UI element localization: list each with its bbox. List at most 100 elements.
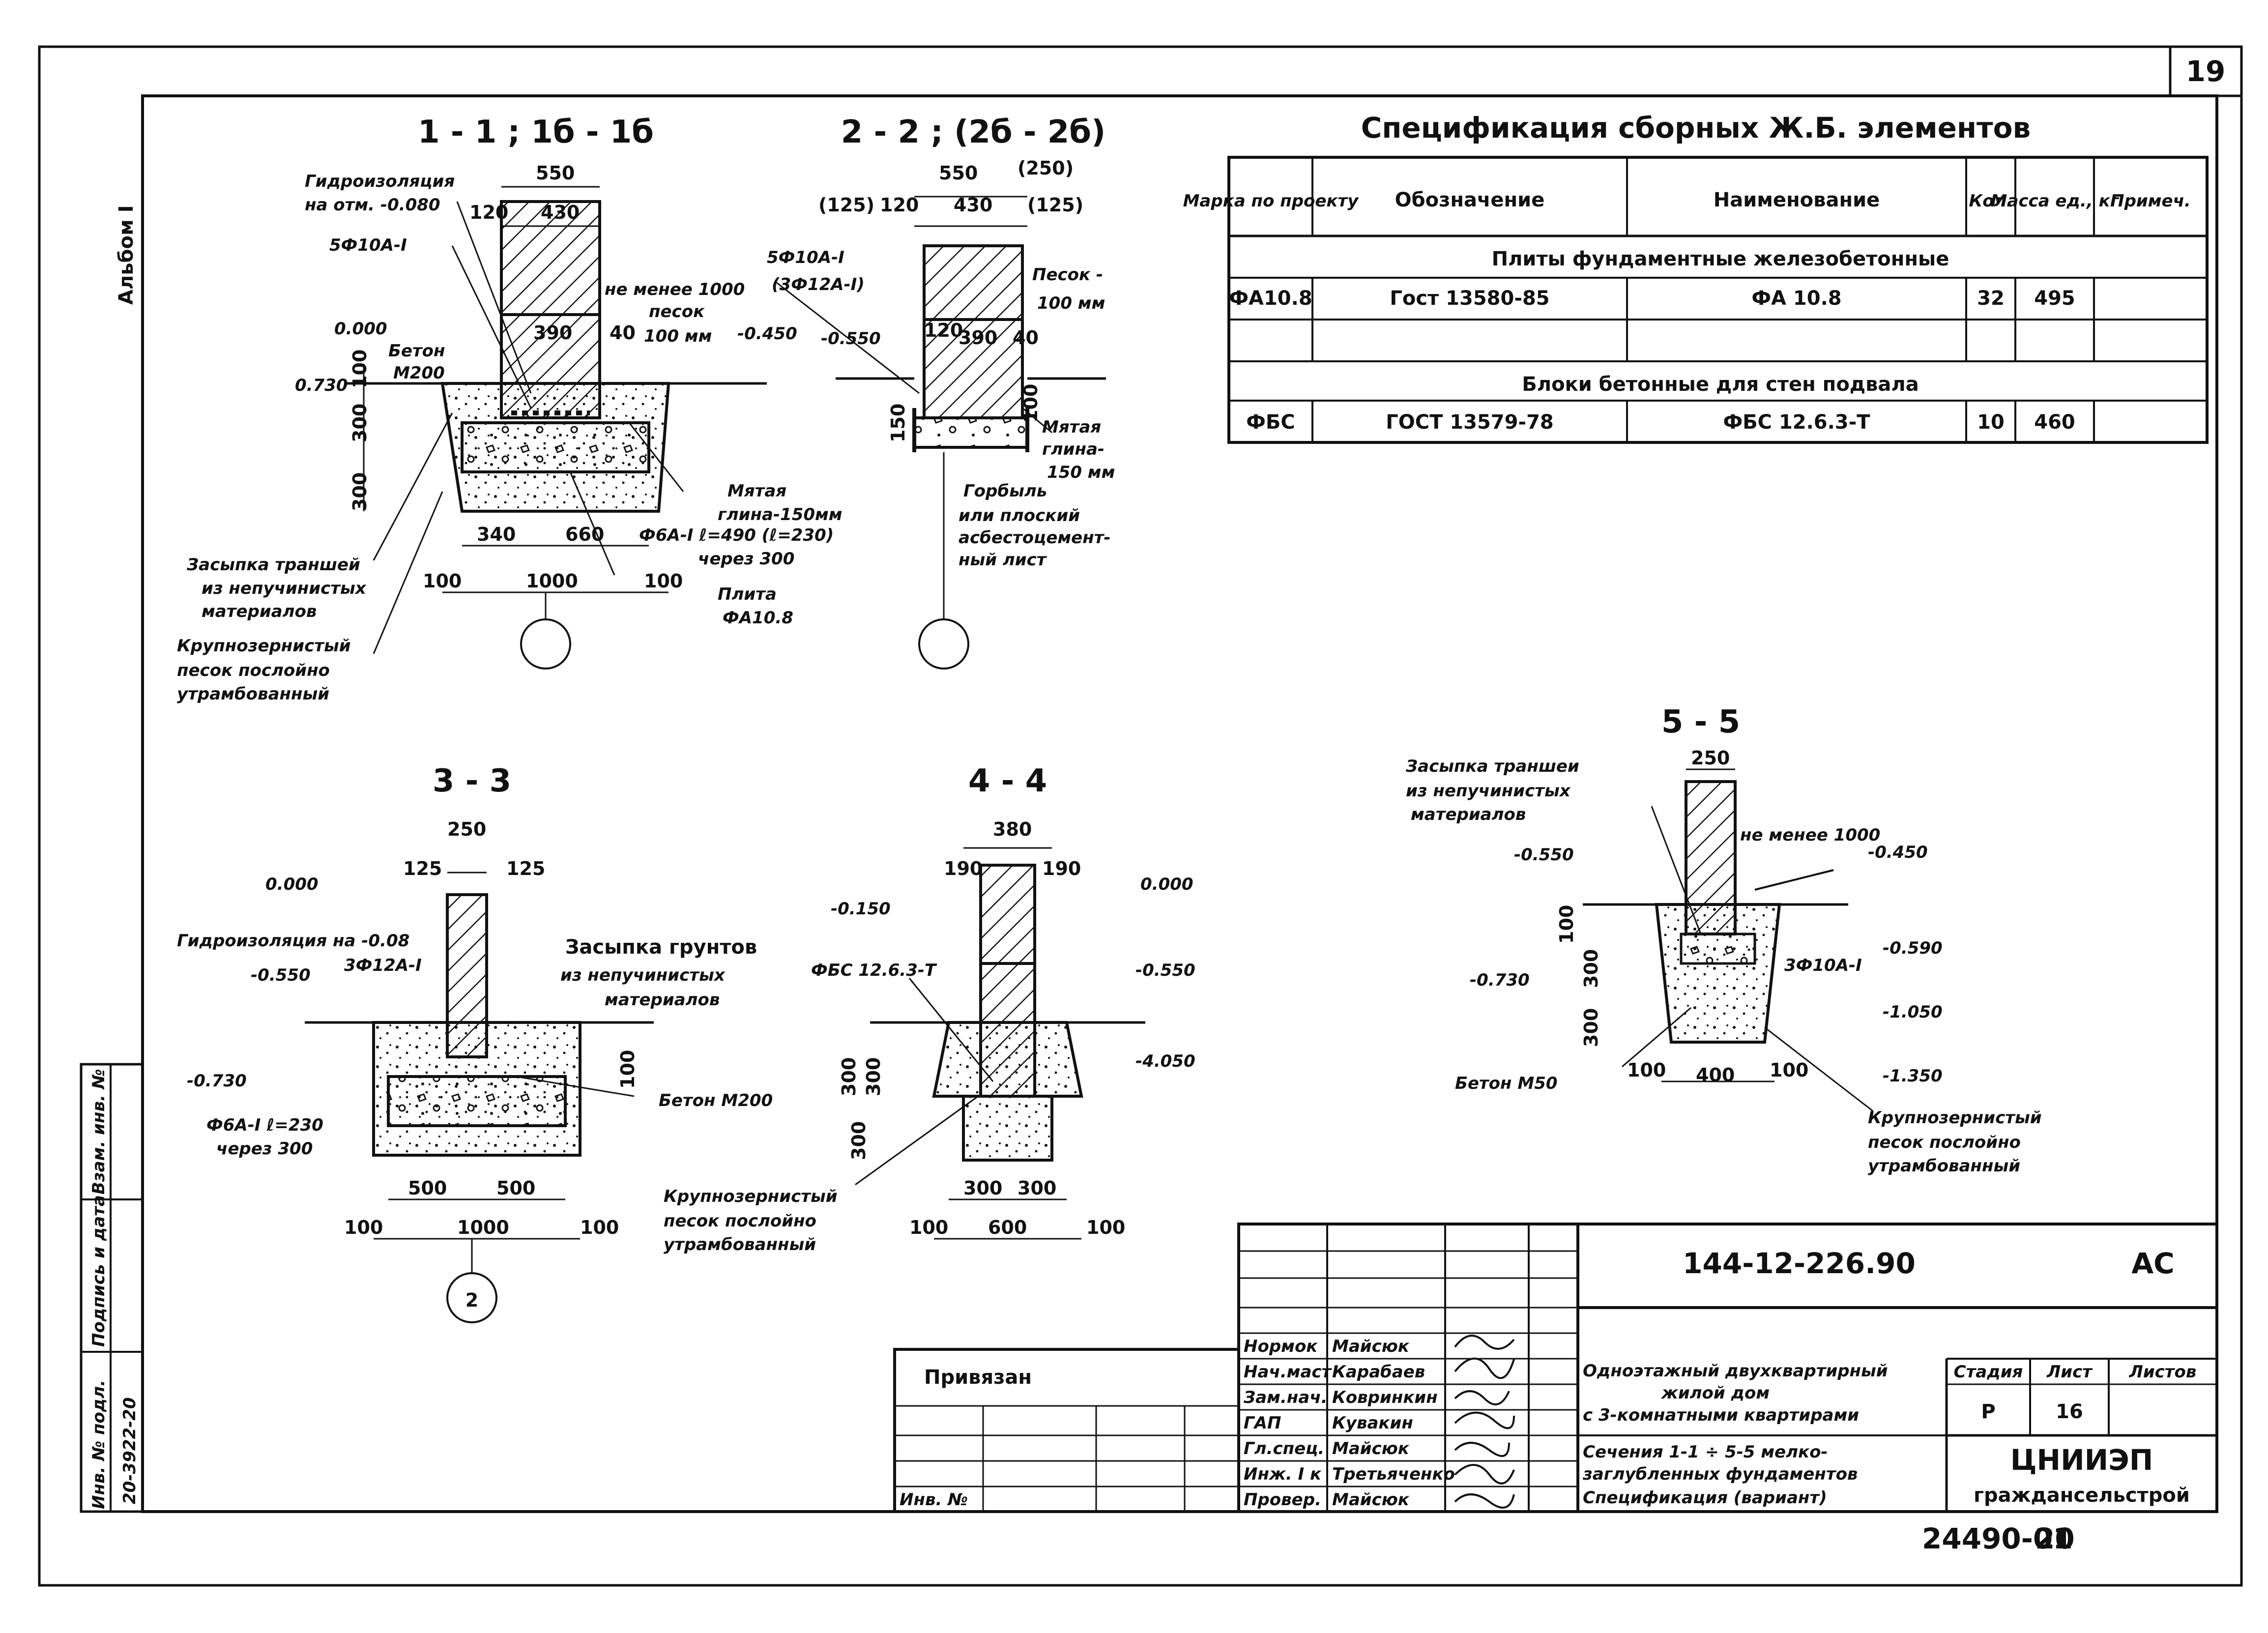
stamp-name-6: Майсюк xyxy=(1332,1490,1410,1510)
s55-dim-250: 250 xyxy=(1691,747,1730,769)
side-vzam: Взам. инв. № xyxy=(89,1069,109,1195)
s33-rebar: 3Ф12А-I xyxy=(344,956,422,975)
s55-dim-100l: 100 xyxy=(1627,1059,1666,1081)
s11-dim-300b: 300 xyxy=(349,472,371,511)
s33-dim-250: 250 xyxy=(447,818,486,840)
stamp-name-5: Третьяченко xyxy=(1332,1464,1455,1484)
spec-header-qty: Кол. xyxy=(1969,191,2013,211)
stamp-role-3: ГАП xyxy=(1244,1413,1281,1433)
s33-beton: Бетон М200 xyxy=(659,1091,773,1110)
s22-board4: ный лист xyxy=(959,550,1047,570)
axis-marker-1-1 xyxy=(520,618,571,670)
s11-level-450: -0.450 xyxy=(737,324,797,344)
side-sign: Подпись и дата xyxy=(89,1195,109,1347)
axis-marker-2-2 xyxy=(918,618,969,670)
s55-dim-100r: 100 xyxy=(1770,1059,1808,1081)
s22-board3: асбестоцемент- xyxy=(959,528,1111,548)
stamp-role-4: Гл.спец. xyxy=(1244,1439,1324,1458)
section-3-3-title: 3 - 3 xyxy=(433,763,511,799)
section-2-2-title: 2 - 2 ; (2б - 2б) xyxy=(841,114,1105,150)
s33-dim-100l: 100 xyxy=(344,1217,383,1238)
signature-5 xyxy=(1454,1464,1515,1485)
s22-dim-430: 430 xyxy=(954,194,992,216)
stamp-title3: с 3-комнатными квартирами xyxy=(1583,1405,1859,1425)
s11-plate2: ФА10.8 xyxy=(723,608,793,628)
signature-2 xyxy=(1454,1390,1510,1405)
stamp-sheets-header: Листов xyxy=(2129,1362,2197,1382)
stamp-role-5: Инж. I к xyxy=(1244,1464,1322,1484)
wall-3-3 xyxy=(446,893,488,1058)
s44-dim-300l: 300 xyxy=(963,1177,1002,1199)
s33-rebar2: Ф6А-I ℓ=230 xyxy=(206,1115,323,1135)
s33-dim-100r: 100 xyxy=(580,1217,619,1238)
s33-dim-1000: 1000 xyxy=(457,1217,509,1238)
s22-dim-100: 100 xyxy=(1020,384,1042,423)
s22-clay2: глина- xyxy=(1042,439,1105,459)
s11-not-less: не менее 1000 xyxy=(605,280,745,299)
s44-dim-100l: 100 xyxy=(909,1217,948,1238)
wall-upper-2-2 xyxy=(923,244,1024,321)
s22-sand2: 100 мм xyxy=(1037,293,1105,313)
s33-step: через 300 xyxy=(216,1139,313,1159)
section-1-1: 1 - 1 ; 1б - 1б Гидроизоляция на отм. -0… xyxy=(177,114,843,704)
s11-level-000: 0.000 xyxy=(334,319,387,339)
s22-dim-40: 40 xyxy=(1013,327,1039,349)
s11-dim-390: 390 xyxy=(533,322,572,344)
spec-r1-mass: 495 xyxy=(2034,287,2075,310)
s22-dim-550: 550 xyxy=(939,162,978,184)
s44-dim-380: 380 xyxy=(993,818,1032,840)
s44-dim-190l: 190 xyxy=(944,858,983,879)
s55-beton: Бетон М50 xyxy=(1455,1074,1558,1093)
s11-dim-100l: 100 xyxy=(423,570,462,592)
spec-header-mark: Марка по проекту xyxy=(1183,191,1360,211)
s33-hydro: Гидроизоляция на -0.08 xyxy=(177,931,409,951)
s22-level-550: -0.550 xyxy=(821,329,881,349)
s44-dim-300b: 300 xyxy=(863,1057,884,1096)
stamp-title2: жилой дом xyxy=(1660,1383,1770,1403)
base-4-4 xyxy=(962,1095,1053,1162)
s44-dim-190r: 190 xyxy=(1042,858,1081,879)
stamp-sheet: 16 xyxy=(2056,1400,2083,1423)
s22-dim-120b: 120 xyxy=(924,320,963,341)
s11-coarse3: утрамбованный xyxy=(177,684,329,704)
s11-dim-300a: 300 xyxy=(349,404,371,442)
inner-frame xyxy=(141,94,2218,1513)
axis-3-3-label: 2 xyxy=(465,1289,478,1311)
side-invnum: 20-3922-20 xyxy=(120,1398,140,1504)
s55-dim-100: 100 xyxy=(1556,905,1577,944)
stamp-org1: ЦНИИЭП xyxy=(2010,1443,2153,1477)
s11-dim-430: 430 xyxy=(541,202,580,223)
spec-r2-mark: ФБС xyxy=(1246,411,1295,434)
s22-dim-390: 390 xyxy=(959,327,997,349)
spec-r2-mass: 460 xyxy=(2034,411,2075,434)
s22-rebar1: 5Ф10А-I xyxy=(767,248,844,267)
stamp-desc1: Сечения 1-1 ÷ 5-5 мелко- xyxy=(1583,1442,1828,1462)
s22-rebar2: (3Ф12А-I) xyxy=(772,275,865,294)
wall-5-5 xyxy=(1685,780,1737,935)
s11-rebar-step: через 300 xyxy=(698,549,794,569)
s44-level-000: 0.000 xyxy=(1140,875,1193,894)
stamp-name-0: Майсюк xyxy=(1332,1337,1410,1356)
s33-dim-125r: 125 xyxy=(506,858,545,879)
spec-r1-mark: ФА10.8 xyxy=(1229,287,1312,310)
s33-level-730: -0.730 xyxy=(187,1071,247,1091)
s55-level-1050: -1.050 xyxy=(1883,1002,1943,1022)
s22-dim-250: (250) xyxy=(1018,157,1074,179)
spec-header-mass: Масса ед., кг xyxy=(1991,191,2120,211)
s11-fill3: материалов xyxy=(202,602,317,621)
signature-6 xyxy=(1454,1493,1515,1509)
spec-group2: Блоки бетонные для стен подвала xyxy=(1522,373,1919,396)
spec-header-name: Наименование xyxy=(1714,189,1880,211)
section-3-3: 3 - 3 2 250 125 125 0.000 Гидроизоляция … xyxy=(177,763,773,1323)
side-stamp: Инв. № подл. Подпись и дата Взам. инв. №… xyxy=(80,1063,144,1513)
s55-level-730: -0.730 xyxy=(1470,970,1530,990)
s11-fill2: из непучинистых xyxy=(202,579,367,598)
stamp-title1: Одноэтажный двухквартирный xyxy=(1583,1361,1888,1381)
signature-1 xyxy=(1454,1357,1515,1379)
side-inv: Инв. № подл. xyxy=(89,1380,109,1509)
s55-fill1: Засыпка траншеи xyxy=(1405,757,1579,776)
s11-m200: М200 xyxy=(393,363,445,383)
s11-coarse1: Крупнозернистый xyxy=(177,636,351,656)
